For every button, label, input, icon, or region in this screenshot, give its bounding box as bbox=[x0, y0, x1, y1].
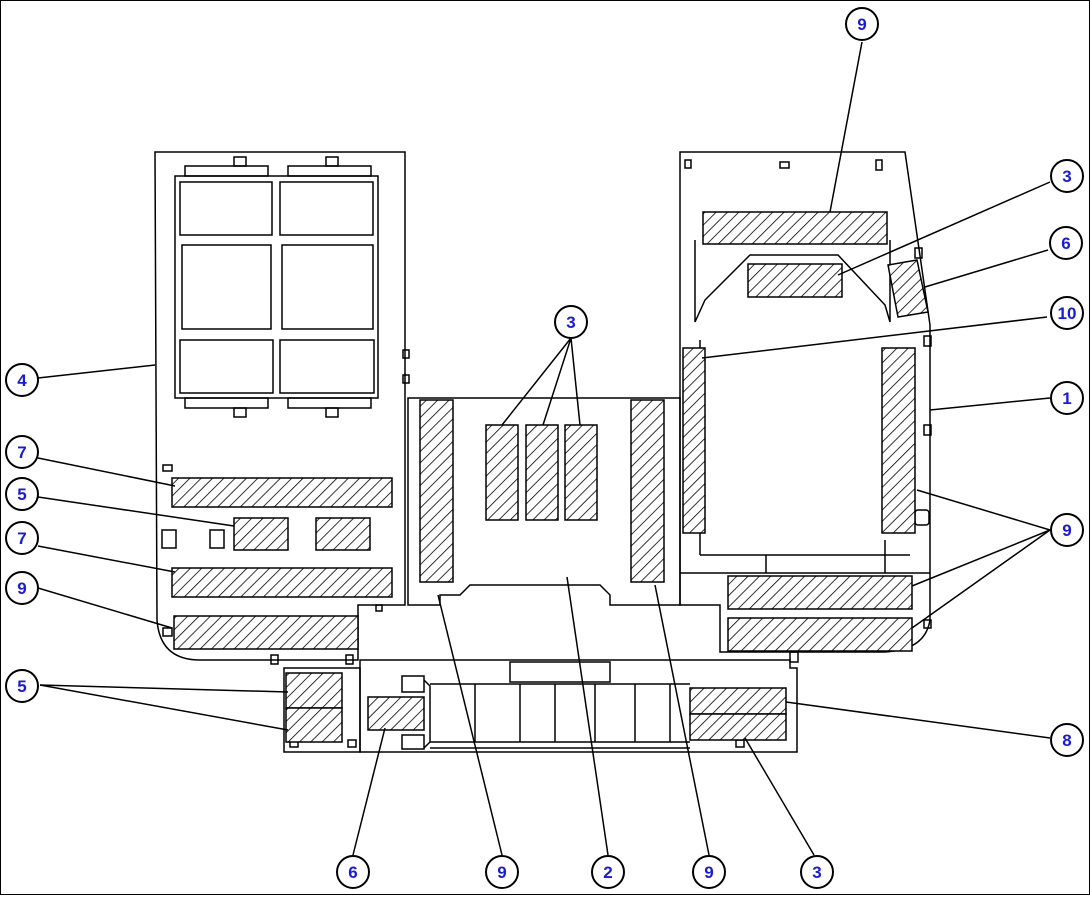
callout-label: 9 bbox=[1062, 521, 1071, 540]
decal-3-center-c bbox=[564, 424, 598, 521]
decal-9-right-a bbox=[727, 575, 913, 610]
leader-lines bbox=[37, 41, 1051, 856]
decal-9-left bbox=[173, 615, 359, 650]
callout-circle bbox=[5, 669, 39, 703]
decal-6-right bbox=[887, 259, 929, 318]
decal-5-bottom-a bbox=[285, 672, 343, 709]
callout-circle bbox=[1049, 226, 1083, 260]
decal-10 bbox=[682, 347, 706, 534]
left-panel bbox=[154, 151, 410, 665]
decal-8 bbox=[689, 687, 787, 715]
callouts: 9 3 6 10 1 9 8 3 4 7 5 7 9 5 6 9 2 9 3 bbox=[5, 7, 1084, 889]
callout-10: 10 bbox=[1050, 296, 1084, 330]
callout-label: 8 bbox=[1062, 731, 1071, 750]
decal-9-center-left bbox=[419, 399, 454, 583]
decal-7-lower bbox=[171, 567, 393, 598]
callout-label: 10 bbox=[1058, 304, 1077, 323]
callout-6-bottom: 6 bbox=[336, 855, 370, 889]
callout-label: 7 bbox=[17, 529, 26, 548]
callout-9-left: 9 bbox=[5, 571, 39, 605]
bottom-base bbox=[283, 659, 798, 753]
callout-7-lower: 7 bbox=[5, 521, 39, 555]
callout-label: 3 bbox=[566, 313, 575, 332]
callout-5-left: 5 bbox=[5, 477, 39, 511]
callout-label: 5 bbox=[17, 485, 26, 504]
callout-9-bottom-right: 9 bbox=[692, 855, 726, 889]
callout-label: 4 bbox=[17, 371, 27, 390]
callout-3-right-top: 3 bbox=[1050, 159, 1084, 193]
callout-label: 2 bbox=[603, 863, 612, 882]
callout-circle bbox=[485, 855, 519, 889]
callout-label: 3 bbox=[812, 863, 821, 882]
decal-9-center-right bbox=[630, 399, 665, 583]
callout-circle bbox=[1050, 723, 1084, 757]
decal-9-top bbox=[702, 211, 888, 245]
callout-label: 7 bbox=[17, 443, 26, 462]
callout-circle bbox=[554, 305, 588, 339]
callout-label: 9 bbox=[497, 863, 506, 882]
callout-8: 8 bbox=[1050, 723, 1084, 757]
callout-circle bbox=[845, 7, 879, 41]
callout-circle bbox=[692, 855, 726, 889]
callout-3-bottom: 3 bbox=[800, 855, 834, 889]
decal-3-bottom bbox=[689, 713, 787, 741]
callout-5-bottom: 5 bbox=[5, 669, 39, 703]
callout-circle bbox=[1050, 159, 1084, 193]
callout-circle bbox=[5, 477, 39, 511]
callout-9-top: 9 bbox=[845, 7, 879, 41]
callout-3-center: 3 bbox=[554, 305, 588, 339]
callout-circle bbox=[5, 363, 39, 397]
callout-label: 6 bbox=[1061, 234, 1070, 253]
decal-5-left-a bbox=[233, 517, 289, 551]
callout-label: 3 bbox=[1062, 167, 1071, 186]
callout-label: 6 bbox=[348, 863, 357, 882]
callout-label: 5 bbox=[17, 677, 26, 696]
callout-1: 1 bbox=[1050, 381, 1084, 415]
callout-4: 4 bbox=[5, 363, 39, 397]
callout-7-upper: 7 bbox=[5, 435, 39, 469]
callout-circle bbox=[5, 435, 39, 469]
decal-9-right-b bbox=[727, 617, 913, 652]
callout-circle bbox=[1050, 513, 1084, 547]
callout-circle bbox=[336, 855, 370, 889]
decal-5-bottom-b bbox=[285, 707, 343, 743]
callout-circle bbox=[5, 521, 39, 555]
decal-group bbox=[171, 211, 929, 743]
decal-9-right-vertical bbox=[881, 347, 916, 534]
callout-circle bbox=[800, 855, 834, 889]
callout-9-bottom-left: 9 bbox=[485, 855, 519, 889]
decal-6-bottom bbox=[367, 696, 425, 731]
decal-3-right-top bbox=[747, 263, 843, 298]
callout-label: 9 bbox=[704, 863, 713, 882]
callout-label: 9 bbox=[17, 579, 26, 598]
callout-circle bbox=[5, 571, 39, 605]
callout-6-right: 6 bbox=[1049, 226, 1083, 260]
callout-circle bbox=[591, 855, 625, 889]
callout-circle bbox=[1050, 381, 1084, 415]
callout-2: 2 bbox=[591, 855, 625, 889]
decal-5-left-b bbox=[315, 517, 371, 551]
callout-circle bbox=[1050, 296, 1084, 330]
decal-7-upper bbox=[171, 477, 393, 508]
decal-3-center-b bbox=[525, 424, 559, 521]
callout-label: 1 bbox=[1062, 389, 1071, 408]
callout-9-right: 9 bbox=[1050, 513, 1084, 547]
callout-label: 9 bbox=[857, 15, 866, 34]
decal-3-center-a bbox=[485, 424, 519, 521]
